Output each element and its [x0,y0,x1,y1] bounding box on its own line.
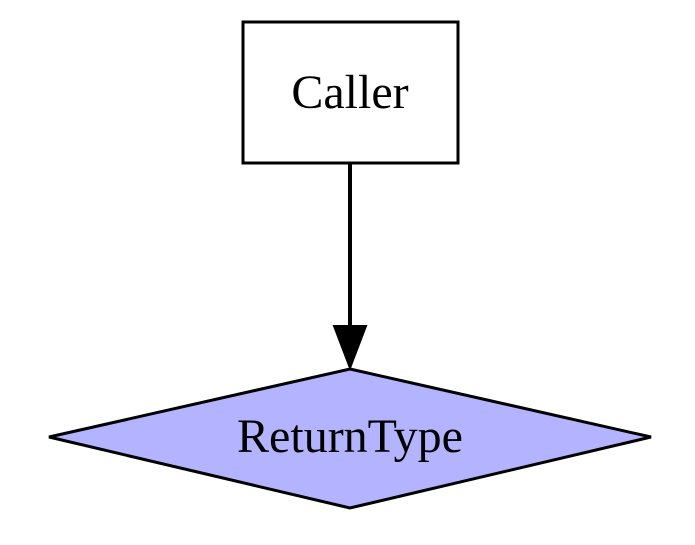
node-returntype[interactable]: ReturnType [48,367,652,510]
caller-box [241,20,460,165]
returntype-diamond [48,367,652,510]
node-caller[interactable]: Caller [241,20,460,165]
caller-label: Caller [291,66,408,119]
edge-arrowhead [332,325,368,371]
edge-caller-to-returntype [332,163,368,371]
returntype-label: ReturnType [237,410,463,463]
